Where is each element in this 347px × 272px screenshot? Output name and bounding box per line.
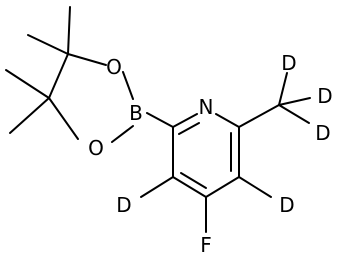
fluorine-label: F (200, 233, 212, 257)
bond-methyl-d-top (278, 72, 288, 106)
bond-methyl-bottom-left (5, 69, 50, 99)
bond-group (5, 6, 311, 233)
deuterium-methyl-top-label: D (281, 51, 296, 75)
bond-methyl-bottom-down (9, 97, 50, 134)
bond-c6-methyl (238, 104, 280, 128)
bond-c4-c3 (172, 176, 207, 198)
bond-methyl-top-up (67, 6, 71, 55)
bond-methyl-d-right (278, 97, 311, 106)
bond-o-top-b (122, 71, 134, 100)
bond-c5-d (238, 176, 272, 198)
boron-label: B (129, 101, 143, 125)
bond-b-o-bottom (111, 125, 134, 143)
oxygen-bottom-label: O (88, 136, 104, 160)
bond-n1-c6 (215, 113, 240, 128)
bond-cq-top-o-top (67, 53, 107, 66)
deuterium-methyl-right-label: D (317, 84, 332, 108)
oxygen-top-label: O (106, 55, 122, 79)
bond-o-bottom-cq-bottom (48, 97, 79, 140)
bond-c5-c4 (205, 176, 240, 198)
bond-methyl-top-left (27, 34, 69, 55)
bond-b-c2 (146, 112, 174, 128)
atom-label-group: N B O O F D D D D D (88, 51, 333, 257)
bond-methyl-d-bottom (278, 104, 310, 124)
bond-c4-c3-inner (180, 172, 207, 189)
bond-c2-n1 (172, 113, 198, 128)
bond-c2-n1-inner (178, 122, 200, 135)
deuterium-methyl-bottom-label: D (315, 121, 330, 145)
deuterium-ring-right-label: D (279, 193, 294, 217)
nitrogen-label: N (199, 95, 214, 119)
deuterium-ring-left-label: D (116, 193, 131, 217)
bond-c3-d (140, 176, 174, 198)
bond-cq-bottom-cq-top (48, 53, 69, 99)
